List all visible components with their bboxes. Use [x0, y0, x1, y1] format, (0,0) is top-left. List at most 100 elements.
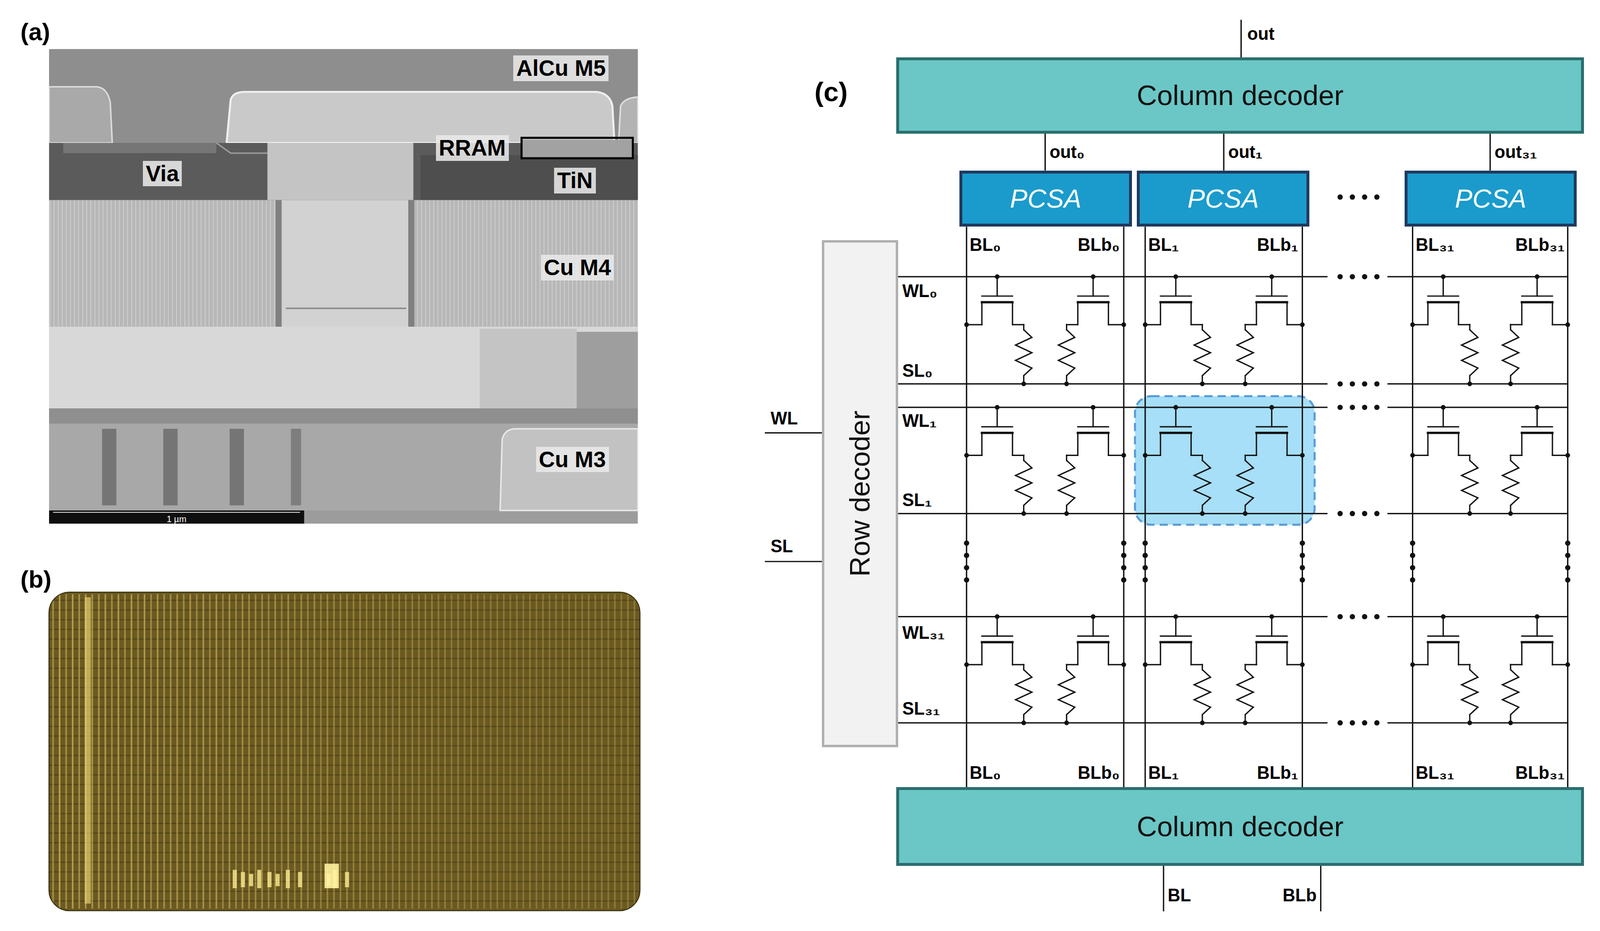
wire [1521, 641, 1553, 644]
micrograph-column [489, 593, 492, 909]
wire [1023, 455, 1025, 461]
wire [1255, 432, 1258, 455]
sem-cross-section [49, 200, 276, 327]
wire [898, 276, 1327, 278]
signal-line [1222, 133, 1225, 171]
wire [1191, 663, 1203, 666]
wire [1023, 664, 1025, 670]
resistor-symbol [1461, 460, 1479, 505]
wire [996, 276, 998, 296]
ellipsis-dot [1337, 194, 1343, 200]
resistor-symbol [1236, 460, 1254, 505]
wire [1427, 302, 1429, 325]
micrograph-column [346, 593, 348, 909]
figure-artwork [49, 20, 1571, 911]
micrograph-column [332, 593, 335, 909]
ellipsis-dot [1373, 613, 1380, 620]
block-label: Column decoder [1136, 79, 1344, 112]
sem-cross-section [49, 510, 305, 524]
micrograph-column [339, 593, 342, 909]
wire [1092, 276, 1095, 296]
wire [1388, 512, 1568, 515]
signal-label: BL₀ [969, 234, 1001, 255]
resistor-symbol [1015, 460, 1033, 505]
micrograph-column [365, 593, 368, 909]
micrograph-column [548, 593, 551, 909]
wire [765, 560, 822, 563]
wire [1159, 432, 1162, 455]
micrograph-column [228, 593, 230, 909]
wire [1160, 635, 1192, 637]
micrograph-column [633, 593, 636, 909]
block-label: Column decoder [1136, 810, 1344, 843]
junction-dot [1242, 381, 1248, 387]
micrograph-column [626, 593, 629, 909]
signal-line [1567, 226, 1568, 787]
junction-dot [1508, 510, 1514, 516]
ellipsis-dot [1349, 719, 1356, 726]
signal-label: BLb₁ [1256, 234, 1299, 255]
resistor-symbol [1058, 460, 1076, 505]
micrograph-highlight [285, 869, 290, 888]
micrograph-column [117, 593, 120, 909]
wire [1077, 642, 1079, 665]
micrograph-column [352, 593, 355, 909]
wire [1107, 642, 1110, 665]
ellipsis-dot [1373, 381, 1380, 387]
micrograph-column [98, 593, 100, 909]
wire [1388, 406, 1568, 409]
micrograph-column [91, 593, 93, 909]
micrograph-column [248, 593, 250, 909]
layer-label: Cu M4 [540, 254, 614, 281]
wire [1245, 323, 1257, 326]
signal-line [1412, 226, 1413, 787]
micrograph-column [294, 593, 296, 909]
micrograph-column [470, 593, 472, 909]
ellipsis-dot [1337, 510, 1343, 517]
wire [1065, 664, 1068, 670]
ellipsis-dot [1361, 381, 1368, 387]
block-label: PCSA [1009, 183, 1082, 214]
ellipsis-dot [1373, 510, 1380, 517]
micrograph-column [202, 593, 205, 909]
micrograph-column [620, 593, 623, 909]
wire [1255, 642, 1258, 665]
junction-dot [1508, 381, 1514, 387]
decoder-block: Column decoder [896, 57, 1584, 135]
wire [1286, 642, 1288, 665]
wire [1163, 865, 1165, 911]
sem-cross-section [414, 200, 639, 327]
micrograph-highlight [275, 873, 280, 887]
micrograph-column [137, 593, 139, 909]
wire [1078, 641, 1109, 644]
signal-label: WL₀ [902, 280, 938, 301]
micrograph-column [130, 593, 133, 909]
wire [981, 425, 1013, 428]
wire [1077, 432, 1079, 455]
wire [1469, 455, 1471, 461]
micrograph-column [182, 593, 185, 909]
signal-line [1044, 133, 1046, 171]
wire [1286, 302, 1288, 325]
wire [1066, 323, 1079, 326]
signal-label: SL [770, 536, 794, 557]
junction-dot [1467, 381, 1473, 387]
micrograph-highlight [297, 871, 302, 887]
micrograph-highlight [257, 869, 261, 888]
micrograph-column [71, 593, 74, 909]
wire [1458, 663, 1470, 666]
signal-line [1301, 226, 1304, 787]
wire [1159, 302, 1162, 325]
wire [1191, 323, 1203, 326]
wire [1011, 432, 1014, 455]
sem-cross-section [291, 428, 302, 506]
ellipsis-dot [1361, 404, 1368, 410]
wire [1201, 664, 1203, 670]
micrograph-column [163, 593, 165, 909]
signal-line [1144, 226, 1147, 787]
sem-cross-section [49, 86, 113, 143]
optical-micrograph [49, 591, 641, 911]
wire [1191, 454, 1203, 456]
block-label: PCSA [1187, 183, 1259, 214]
micrograph-column [52, 593, 54, 909]
